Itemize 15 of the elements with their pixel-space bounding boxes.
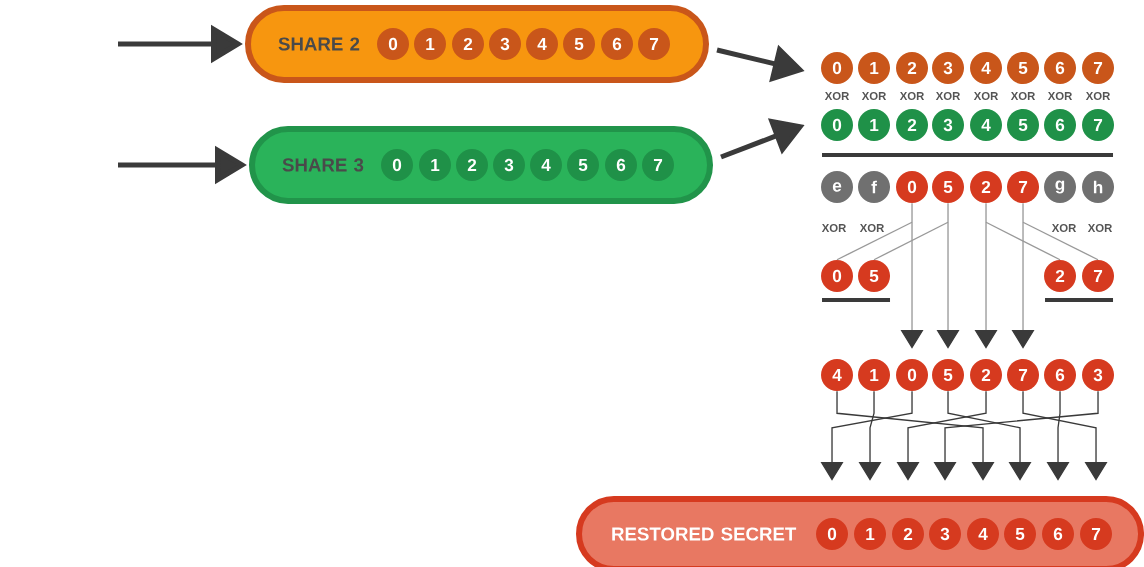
operator-label: XOR <box>824 92 850 100</box>
operator-label: XOR <box>1087 224 1113 232</box>
operator-label: XOR <box>935 92 961 100</box>
operator-label: XOR <box>1010 92 1036 100</box>
operator-label: XOR <box>861 92 887 100</box>
arrow <box>1022 390 1108 481</box>
operator-label: XOR <box>1051 224 1077 232</box>
operator-label: XOR <box>821 224 847 232</box>
operator-label: XOR <box>899 92 925 100</box>
operator-label: XOR <box>1047 92 1073 100</box>
operator-label: XOR <box>973 92 999 100</box>
operator-label: XOR <box>1085 92 1111 100</box>
operator-label: XOR <box>859 224 885 232</box>
arrow <box>836 390 995 481</box>
arrow <box>947 390 1032 481</box>
